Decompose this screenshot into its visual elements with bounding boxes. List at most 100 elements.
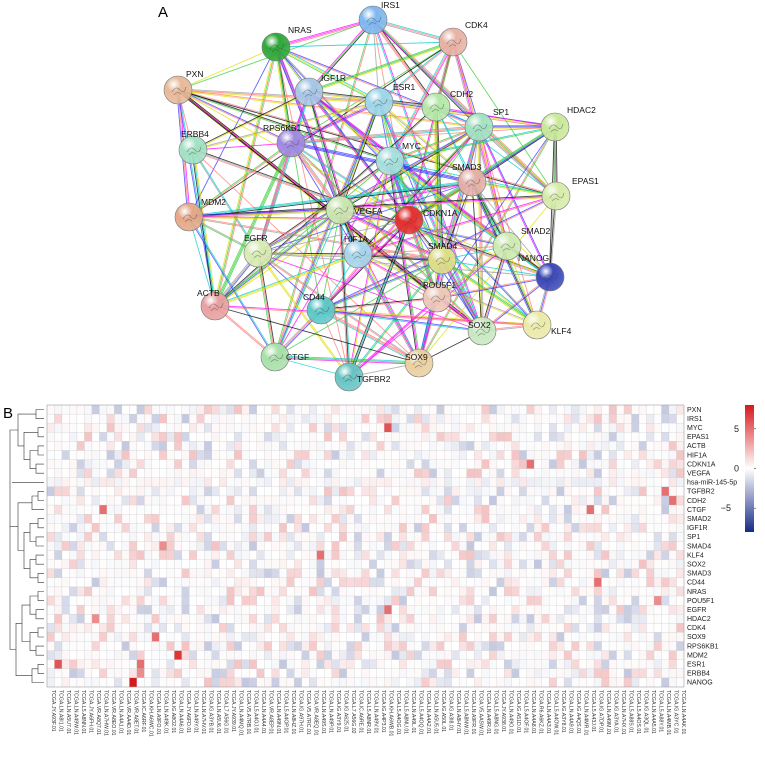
heatmap-cell <box>578 668 587 679</box>
heatmap-cell <box>676 486 685 497</box>
heatmap-cell <box>623 486 632 497</box>
column-label: TCGA.LN.A4A6.01 <box>178 690 184 734</box>
node-mdm2[interactable]: MDM2 <box>174 197 226 232</box>
heatmap-cell <box>391 495 400 506</box>
heatmap-cell <box>84 413 93 424</box>
node-sp1[interactable]: SP1 <box>464 107 509 142</box>
heatmap-cell <box>211 677 220 688</box>
heatmap-cell <box>578 441 587 451</box>
node-tgfbr2[interactable]: TGFBR2 <box>334 362 391 392</box>
heatmap-cell <box>346 550 355 560</box>
node-ctgf[interactable]: CTGF <box>260 342 309 372</box>
node-smad4[interactable]: SMAD4 <box>427 241 458 275</box>
heatmap-cell <box>181 495 190 506</box>
node-sox2[interactable]: SOX2 <box>467 316 497 346</box>
heatmap-cell <box>623 523 632 533</box>
heatmap-cell <box>541 641 550 651</box>
heatmap-cell <box>151 541 160 551</box>
heatmap-row-labels: PXNIRS1MYCEPAS1ACTBHIF1ACDKN1AVEGFAhsa-m… <box>687 407 737 687</box>
column-label: TCGA.R6.A6KZ.01 <box>537 690 543 734</box>
heatmap-cell <box>271 668 280 679</box>
heatmap-cell <box>421 413 430 424</box>
protein-structure-icon <box>500 242 516 252</box>
heatmap-cell <box>556 623 565 633</box>
heatmap-cell <box>346 641 355 651</box>
heatmap-cell <box>556 541 565 551</box>
heatmap-cell <box>391 550 400 560</box>
heatmap-cell <box>481 623 490 633</box>
heatmap-cell <box>474 577 482 588</box>
node-cdkn1a[interactable]: CDKN1A <box>394 205 458 235</box>
heatmap-cell <box>189 595 198 606</box>
heatmap-cell <box>136 677 145 688</box>
heatmap-cell <box>121 623 130 633</box>
heatmap-cell <box>264 468 272 478</box>
node-esr1[interactable]: ESR1 <box>364 82 415 117</box>
node-klf4[interactable]: KLF4 <box>522 310 572 340</box>
node-hdac2[interactable]: HDAC2 <box>540 105 596 142</box>
heatmap-cell <box>369 423 377 433</box>
column-label: TCGA.VR.A8EP.01 <box>268 690 274 734</box>
node-myc[interactable]: MYC <box>375 141 421 176</box>
node-nras[interactable]: NRAS <box>261 25 312 62</box>
heatmap-cell <box>414 595 422 606</box>
heatmap-cell <box>451 659 460 669</box>
heatmap-cell <box>69 577 78 588</box>
heatmap-cell <box>174 632 183 642</box>
heatmap-cell <box>219 595 227 606</box>
heatmap-cell <box>511 468 520 478</box>
heatmap-cell <box>174 677 183 688</box>
node-irs1[interactable]: IRS1 <box>358 0 400 35</box>
node-igf1r[interactable]: IGF1R <box>294 73 346 107</box>
heatmap-cell <box>46 459 55 469</box>
heatmap-cell <box>504 504 512 515</box>
heatmap-cell <box>91 504 100 515</box>
node-smad2[interactable]: SMAD2 <box>492 226 551 261</box>
heatmap-cell <box>106 413 115 424</box>
node-actb[interactable]: ACTB <box>197 288 230 321</box>
heatmap-cell <box>646 423 655 433</box>
heatmap-cell <box>46 541 55 551</box>
heatmap-cell <box>526 650 535 660</box>
heatmap-cell <box>54 550 63 560</box>
heatmap-cell <box>174 595 183 606</box>
edge-RPS6KB1-HIF1A <box>290 142 359 255</box>
node-pxn[interactable]: PXN <box>163 69 203 105</box>
node-pou5f1[interactable]: POU5F1 <box>422 280 456 313</box>
node-erbb4[interactable]: ERBB4 <box>178 129 209 165</box>
heatmap-cell <box>121 495 130 506</box>
heatmap-cell <box>429 595 437 606</box>
node-egfr[interactable]: EGFR <box>243 233 273 268</box>
heatmap-cell <box>204 550 212 560</box>
heatmap-cell <box>578 550 587 560</box>
heatmap-cell <box>76 523 85 533</box>
heatmap-cell <box>76 595 85 606</box>
node-epas1[interactable]: EPAS1 <box>541 176 599 211</box>
node-cd44[interactable]: CD44 <box>303 292 336 325</box>
heatmap-cell <box>181 623 190 633</box>
node-cdh2[interactable]: CDH2 <box>421 89 473 122</box>
heatmap-cell <box>474 486 482 497</box>
heatmap-cell <box>339 532 347 542</box>
heatmap-cell <box>301 423 310 433</box>
node-vegfa[interactable]: VEGFA <box>325 195 383 225</box>
heatmap-cell <box>84 450 93 460</box>
edge-VEGFA-CTGF <box>274 209 341 358</box>
heatmap-cell <box>429 423 437 433</box>
heatmap-cell <box>219 441 227 451</box>
heatmap-cell <box>189 650 198 660</box>
heatmap-cell <box>436 523 445 533</box>
heatmap-cell <box>226 468 235 478</box>
node-nanog[interactable]: NANOG <box>518 253 565 292</box>
heatmap-cell <box>361 568 370 578</box>
heatmap-cell <box>593 441 602 451</box>
node-hif1a[interactable]: HIF1A <box>343 234 373 269</box>
heatmap-cell <box>286 468 295 478</box>
heatmap-cell <box>316 650 325 660</box>
node-sox9[interactable]: SOX9 <box>404 348 434 378</box>
heatmap-cell <box>346 632 355 642</box>
node-rps6kb1[interactable]: RPS6KB1 <box>263 123 306 158</box>
node-cdk4[interactable]: CDK4 <box>438 20 488 57</box>
protein-structure-icon <box>269 43 285 53</box>
node-smad3[interactable]: SMAD3 <box>452 162 487 197</box>
